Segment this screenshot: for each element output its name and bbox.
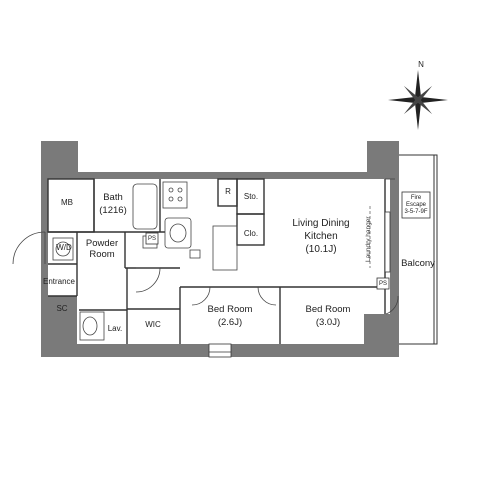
ps-box-1	[145, 232, 159, 245]
wic-label: WIC	[145, 320, 161, 329]
refrigerator-label: R	[225, 187, 231, 196]
ldk-label-1: Living Dining	[292, 218, 350, 229]
kitchen-counter	[212, 225, 238, 271]
bed-room-1-size: (2.6J)	[217, 317, 243, 328]
right-column-bottom	[364, 314, 399, 357]
top-wall	[78, 172, 367, 179]
left-outer-wall	[41, 141, 48, 357]
bath-size-label: (1216)	[99, 205, 127, 216]
bed-room-1-label: Bed Room	[207, 304, 253, 315]
closet-label: Clo.	[243, 229, 259, 238]
laundry-hanger-label: Laundry hanger	[365, 216, 372, 262]
compass-north-label: N	[418, 60, 424, 69]
windows	[208, 211, 391, 358]
bath-label: Bath	[103, 192, 123, 203]
fire-escape-label-1: Fire	[410, 195, 422, 201]
balcony-label: Balcony	[401, 258, 435, 269]
mb-label: MB	[61, 198, 73, 207]
bed-room-2-label: Bed Room	[305, 304, 351, 315]
door-swings	[12, 178, 399, 315]
balcony-outline	[399, 154, 438, 345]
lavatory-label: Lav.	[107, 324, 123, 333]
storage-label: Sto.	[243, 192, 259, 201]
compass-rose-icon	[388, 70, 448, 130]
structural-walls	[41, 141, 399, 357]
powder-room-label-2: Room	[89, 249, 115, 260]
ldk-label-2: Kitchen	[304, 231, 338, 242]
fire-escape-label-3: 3-5-7-9F	[404, 209, 428, 215]
bed-room-2-size: (3.0J)	[315, 317, 341, 328]
powder-room-label-1: Powder	[85, 238, 119, 249]
wd-label: W/D	[56, 243, 72, 252]
fire-escape-label-2: Escape	[405, 202, 426, 208]
ps-box-2	[376, 277, 390, 290]
shoe-cabinet-label: SC	[56, 304, 68, 313]
right-outer-wall	[390, 141, 399, 357]
fire-escape-hatch	[401, 191, 431, 219]
ps-label-1: PS	[147, 236, 156, 242]
washer-fixture	[52, 237, 105, 341]
ldk-size-label: (10.1J)	[305, 244, 337, 255]
bath-fixtures	[132, 181, 201, 259]
entrance-label: Entrance	[42, 277, 76, 286]
ps-label-2: PS	[378, 281, 387, 287]
